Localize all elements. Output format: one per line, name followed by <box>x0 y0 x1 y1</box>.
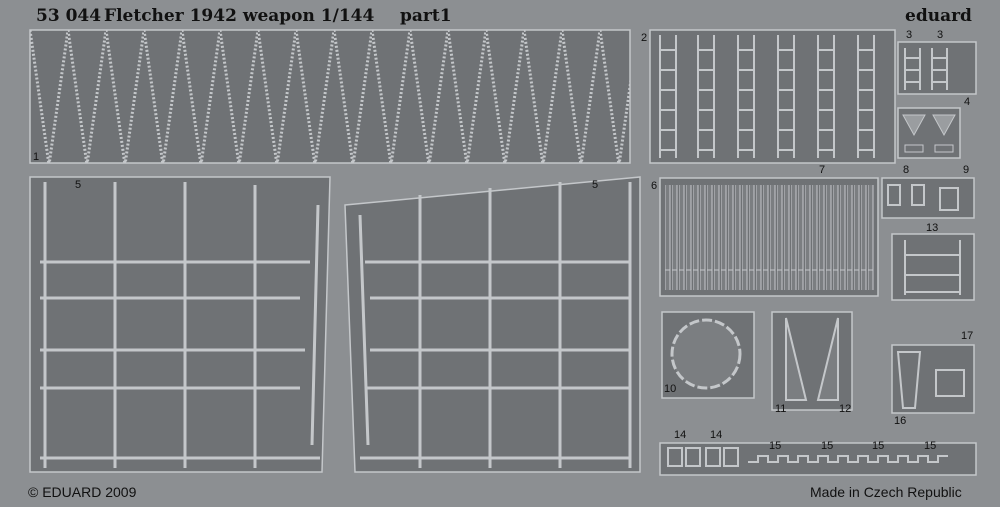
part-number: 6 <box>651 180 658 192</box>
part-number: 15 <box>769 440 782 452</box>
part-number: 15 <box>872 440 885 452</box>
copyright-text: © EDUARD 2009 <box>28 484 137 500</box>
part-8-9-brackets <box>881 177 975 219</box>
part-number: 10 <box>664 383 677 395</box>
part-number: 1 <box>33 151 40 163</box>
part-number: 15 <box>924 440 937 452</box>
part-number: 4 <box>964 96 971 108</box>
part-3-4-details <box>897 41 977 159</box>
part-number: 3 <box>937 29 944 41</box>
part-number: 8 <box>903 164 910 176</box>
part-6-7-grilles <box>659 177 879 297</box>
part-number: 15 <box>821 440 834 452</box>
part-label: part1 <box>400 6 452 26</box>
part-11-12-wedges <box>771 311 853 411</box>
origin-text: Made in Czech Republic <box>810 484 962 500</box>
catalog-number: 53 044 <box>36 6 102 26</box>
brand-logo-text: eduard <box>905 6 972 26</box>
part-5-right-shield <box>344 176 641 473</box>
part-number: 2 <box>641 32 648 44</box>
part-number: 16 <box>894 415 907 427</box>
part-number: 12 <box>839 403 852 415</box>
part-13-frame <box>891 233 975 301</box>
part-number: 5 <box>592 179 599 191</box>
part-number: 14 <box>710 429 723 441</box>
part-5-left-shield <box>29 176 331 473</box>
part-number: 17 <box>961 330 974 342</box>
part-number: 9 <box>963 164 970 176</box>
fret-title: Fletcher 1942 weapon 1/144 <box>104 6 375 26</box>
part-number: 5 <box>75 179 82 191</box>
part-number: 13 <box>926 222 939 234</box>
part-2-ladders <box>649 29 896 164</box>
part-10-ring <box>661 311 755 399</box>
part-number: 7 <box>819 164 826 176</box>
part-number: 11 <box>775 403 787 415</box>
part-1-netting <box>29 29 631 164</box>
part-number: 3 <box>906 29 913 41</box>
part-number: 14 <box>674 429 687 441</box>
part-14-15-strip <box>659 442 977 476</box>
part-16-17-panel <box>891 344 975 414</box>
